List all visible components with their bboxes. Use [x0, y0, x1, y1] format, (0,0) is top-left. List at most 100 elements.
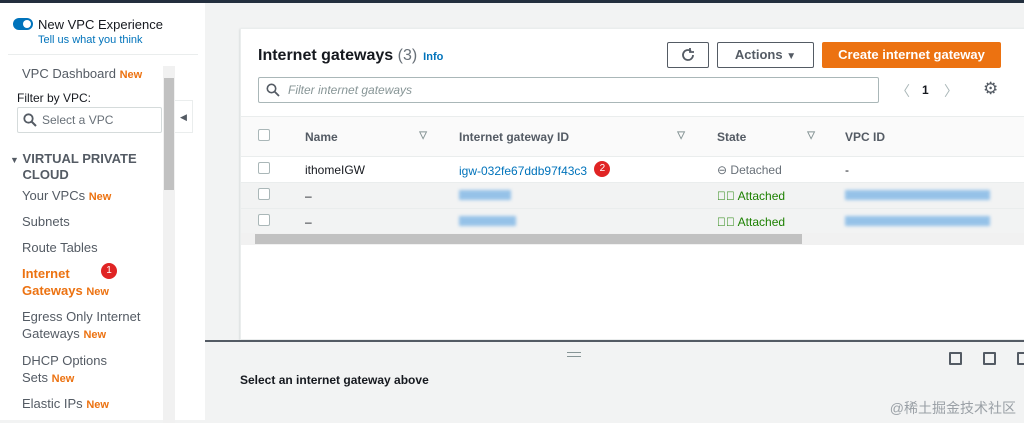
sidebar-item-route-tables[interactable]: Route Tables — [22, 239, 98, 256]
label: Your VPCs — [22, 188, 86, 203]
label: Egress Only Internet Gateways — [22, 309, 141, 341]
gear-icon[interactable]: ⚙ — [983, 79, 999, 98]
column-state[interactable]: State ▽ — [699, 116, 829, 157]
sidebar-scrollbar[interactable] — [163, 66, 175, 423]
state-text: Attached — [737, 214, 786, 229]
label: VPC Dashboard — [22, 66, 116, 81]
filter-label: Filter by VPC: — [17, 91, 92, 105]
scrollbar-thumb[interactable] — [164, 78, 174, 190]
section-label: VIRTUAL PRIVATE CLOUD — [22, 151, 137, 182]
info-link[interactable]: Info — [423, 51, 444, 63]
new-badge: New — [83, 329, 107, 341]
current-page[interactable]: 1 — [922, 83, 929, 97]
table-row[interactable]: – ✓⃝ Attached — [241, 208, 1024, 235]
prev-page-button[interactable]: 〈 — [896, 83, 910, 99]
label: Elastic IPs — [22, 396, 83, 411]
sidebar: New VPC Experience Tell us what you thin… — [0, 3, 205, 423]
label: Internet Gateways — [22, 266, 83, 298]
feedback-link[interactable]: Tell us what you think — [38, 34, 143, 46]
row-checkbox[interactable] — [258, 162, 270, 174]
label: DHCP Options Sets — [22, 353, 108, 385]
new-badge: New — [88, 191, 112, 203]
count: (3) — [397, 47, 418, 64]
page-title: Internet gateways (3) Info — [258, 47, 443, 65]
table-row[interactable]: – ✓⃝ Attached — [241, 182, 1024, 209]
top-bar — [0, 0, 1024, 3]
row-checkbox[interactable] — [258, 188, 270, 200]
label: Internet gateway ID — [459, 129, 570, 144]
new-badge: New — [86, 399, 109, 411]
cell-name: ithomeIGW — [289, 156, 441, 183]
sidebar-item-internet-gateways[interactable]: Internet Gateways New — [22, 265, 122, 301]
state-text: Detached — [730, 162, 782, 177]
cell-vpc-id: - — [829, 156, 1024, 183]
panel-side-icon[interactable] — [1017, 352, 1024, 365]
sort-icon: ▽ — [807, 129, 815, 141]
label: Subnets — [22, 214, 70, 229]
panel-bottom-icon[interactable] — [949, 352, 962, 365]
sidebar-item-elastic-ips[interactable]: Elastic IPs New — [22, 395, 109, 414]
redacted-gateway-id[interactable] — [459, 215, 516, 226]
check-circle-icon: ✓⃝ — [717, 188, 735, 203]
column-name[interactable]: Name▽ — [289, 116, 441, 157]
new-experience-toggle[interactable] — [13, 18, 33, 30]
section-virtual-private-cloud[interactable]: ▼ VIRTUAL PRIVATE CLOUD — [10, 151, 153, 183]
redacted-gateway-id[interactable] — [459, 189, 511, 200]
create-internet-gateway-button[interactable]: Create internet gateway — [822, 42, 1001, 68]
table-header: Name▽ Internet gateway ID ▽ State ▽ VPC ID — [241, 116, 1024, 157]
row-checkbox[interactable] — [258, 214, 270, 227]
actions-button[interactable]: Actions ▼ — [717, 42, 814, 68]
table-row[interactable]: ithomeIGW igw-032fe67ddb97f43c3 2 ⊖ Deta… — [241, 156, 1024, 183]
split-panel-message: Select an internet gateway above — [240, 373, 429, 387]
caret-left-icon: ◀ — [180, 112, 187, 122]
annotation-marker: 1 — [101, 263, 117, 279]
check-circle-icon: ✓⃝ — [717, 214, 735, 229]
sidebar-item-egress-only-gateways[interactable]: Egress Only Internet Gateways New — [22, 308, 157, 344]
collapse-sidebar-button[interactable]: ◀ — [175, 100, 193, 133]
sidebar-item-subnets[interactable]: Subnets — [22, 213, 70, 230]
next-page-button[interactable]: 〉 — [944, 83, 958, 99]
search-icon — [266, 83, 280, 97]
toggle-label: New VPC Experience — [38, 17, 163, 32]
select-all-checkbox[interactable] — [258, 129, 270, 141]
new-badge: New — [51, 373, 75, 385]
detached-icon: ⊖ — [717, 162, 728, 177]
cell-name: – — [289, 208, 441, 235]
sidebar-item-your-vpcs[interactable]: Your VPCs New — [22, 187, 111, 206]
resize-handle[interactable] — [567, 352, 581, 357]
watermark: @稀土掘金技术社区 — [889, 400, 1016, 416]
gateway-id-link[interactable]: igw-032fe67ddb97f43c3 — [459, 164, 588, 178]
column-gateway-id[interactable]: Internet gateway ID ▽ — [441, 116, 699, 157]
new-badge: New — [119, 69, 143, 81]
caret-down-icon: ▼ — [786, 51, 797, 62]
label: State — [717, 129, 747, 144]
new-badge: New — [86, 286, 109, 298]
details-split-panel: Select an internet gateway above — [205, 340, 1024, 420]
horizontal-scrollbar[interactable] — [241, 233, 1024, 245]
search-icon — [23, 113, 37, 127]
cell-name: – — [289, 182, 441, 209]
sidebar-item-vpc-dashboard[interactable]: VPC Dashboard New — [22, 65, 142, 84]
sidebar-item-dhcp-options[interactable]: DHCP Options Sets New — [22, 352, 122, 388]
gateways-table: Name▽ Internet gateway ID ▽ State ▽ VPC ID… — [241, 116, 1024, 235]
refresh-button[interactable] — [667, 42, 709, 68]
column-vpc-id[interactable]: VPC ID — [829, 116, 1024, 157]
sort-icon: ▽ — [677, 129, 685, 141]
label: VPC ID — [845, 129, 886, 144]
panel-top-icon[interactable] — [983, 352, 996, 365]
new-experience-box: New VPC Experience Tell us what you thin… — [8, 13, 198, 55]
label: Name — [305, 129, 338, 144]
refresh-icon — [682, 48, 694, 61]
filter-input[interactable]: Filter internet gateways — [258, 77, 879, 103]
placeholder: Filter internet gateways — [288, 83, 413, 97]
label: Route Tables — [22, 240, 98, 255]
scrollbar-thumb[interactable] — [255, 234, 802, 244]
redacted-vpc-id[interactable] — [845, 189, 990, 200]
vpc-filter-select[interactable]: Select a VPC — [17, 107, 162, 133]
placeholder: Select a VPC — [42, 113, 114, 127]
state-text: Attached — [737, 188, 786, 203]
label: Create internet gateway — [838, 47, 985, 62]
caret-down-icon: ▼ — [10, 155, 19, 165]
redacted-vpc-id[interactable] — [845, 215, 990, 226]
title-text: Internet gateways — [258, 47, 394, 64]
